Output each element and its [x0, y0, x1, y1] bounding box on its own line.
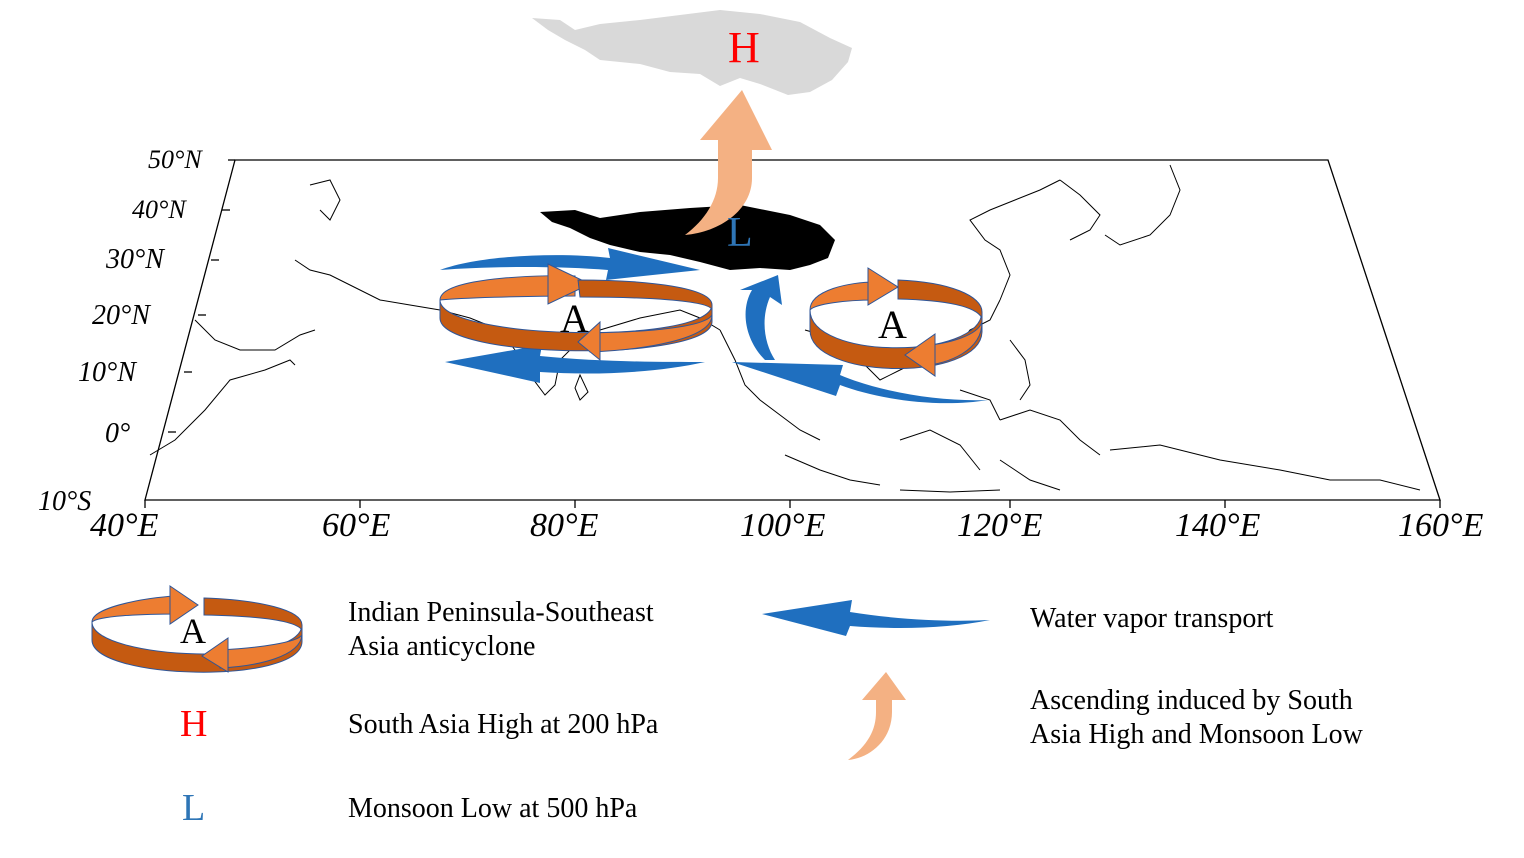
lat-label-50n: 50°N [148, 145, 203, 174]
ascending-arrow-main [685, 90, 772, 235]
anticyclone-india-label: A [560, 296, 589, 341]
legend-ascending-label: Ascending induced by South Asia High and… [1030, 684, 1363, 752]
legend-anticyclone-label: Indian Peninsula-Southeast Asia anticycl… [348, 596, 654, 664]
vapor-arrow-south [445, 345, 705, 383]
vapor-arrow-scs [732, 362, 988, 404]
legend-low-symbol: L [182, 787, 206, 829]
lon-label-80e: 80°E [530, 507, 599, 544]
lat-label-10n: 10°N [78, 357, 137, 388]
legend-anticyclone-A: A [180, 611, 206, 651]
legend-anticyclone-line1: Indian Peninsula-Southeast [348, 597, 654, 628]
lat-label-0: 0° [105, 418, 130, 449]
tibetan-plateau [540, 205, 835, 270]
legend-vapor-arrow [762, 600, 990, 636]
lat-label-30n: 30°N [105, 244, 165, 275]
lon-label-160e: 160°E [1398, 507, 1484, 544]
legend-high-symbol: H [180, 703, 208, 745]
lon-label-60e: 60°E [322, 507, 391, 544]
lon-label-140e: 140°E [1175, 507, 1261, 544]
vapor-arrows [440, 248, 988, 404]
anticyclone-seasia: A [809, 267, 983, 377]
longitude-labels: 40°E 60°E 80°E 100°E 120°E 140°E 160°E [90, 507, 1484, 544]
lon-label-120e: 120°E [957, 507, 1043, 544]
upper-plateau-silhouette [532, 10, 852, 95]
vapor-arrow-north [440, 248, 700, 280]
lon-label-100e: 100°E [740, 507, 826, 544]
legend-high-label: South Asia High at 200 hPa [348, 709, 659, 740]
legend-low-label: Monsoon Low at 500 hPa [348, 793, 638, 824]
lat-label-20n: 20°N [92, 300, 151, 331]
anticyclone-india: A [439, 263, 713, 362]
legend-ascending-arrow [848, 672, 906, 760]
legend-ascending-line1: Ascending induced by South [1030, 685, 1353, 716]
lat-label-10s: 10°S [38, 486, 91, 517]
lat-label-40n: 40°N [132, 195, 187, 224]
legend-anticyclone-line2: Asia anticyclone [348, 631, 536, 662]
map-frame [144, 159, 1441, 508]
lon-label-40e: 40°E [90, 507, 159, 544]
latitude-labels: 50°N 40°N 30°N 20°N 10°N 0° 10°S [38, 145, 203, 517]
low-symbol: L [727, 210, 753, 256]
legend-ascending-line2: Asia High and Monsoon Low [1030, 719, 1363, 750]
high-symbol: H [728, 23, 760, 72]
legend-anticyclone-symbol: A [91, 585, 303, 673]
vapor-arrow-bay [740, 275, 782, 360]
anticyclone-seasia-label: A [878, 302, 907, 347]
legend-vapor-label: Water vapor transport [1030, 603, 1274, 634]
